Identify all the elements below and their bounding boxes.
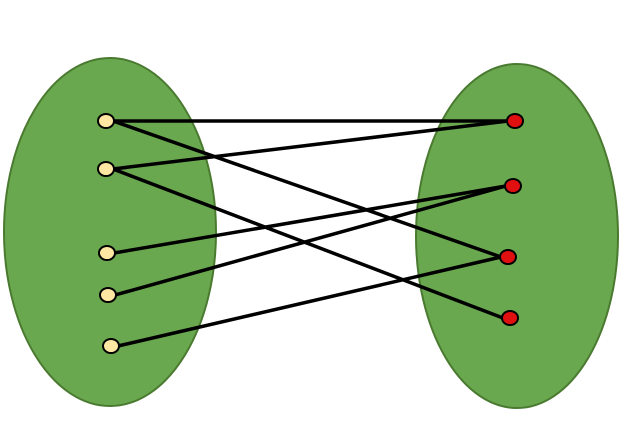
node-a4	[99, 287, 117, 303]
left-set-ellipse	[3, 57, 217, 407]
nodes-group	[97, 113, 524, 354]
edge-a3-b2	[112, 184, 508, 255]
right-set-ellipse	[415, 63, 619, 409]
node-a3	[98, 245, 116, 261]
node-a2	[97, 161, 115, 177]
edge-a2-b4	[111, 167, 505, 320]
node-b3	[499, 249, 517, 265]
node-a1	[97, 113, 115, 129]
edge-a1-b3	[111, 119, 503, 259]
node-a5	[102, 338, 120, 354]
edges-group	[111, 119, 510, 348]
node-b4	[501, 310, 519, 326]
edge-a4-b2	[113, 184, 508, 297]
edge-a2-b1	[111, 119, 510, 171]
node-b2	[504, 178, 522, 194]
node-b1	[506, 113, 524, 129]
edge-a5-b3	[116, 255, 503, 348]
